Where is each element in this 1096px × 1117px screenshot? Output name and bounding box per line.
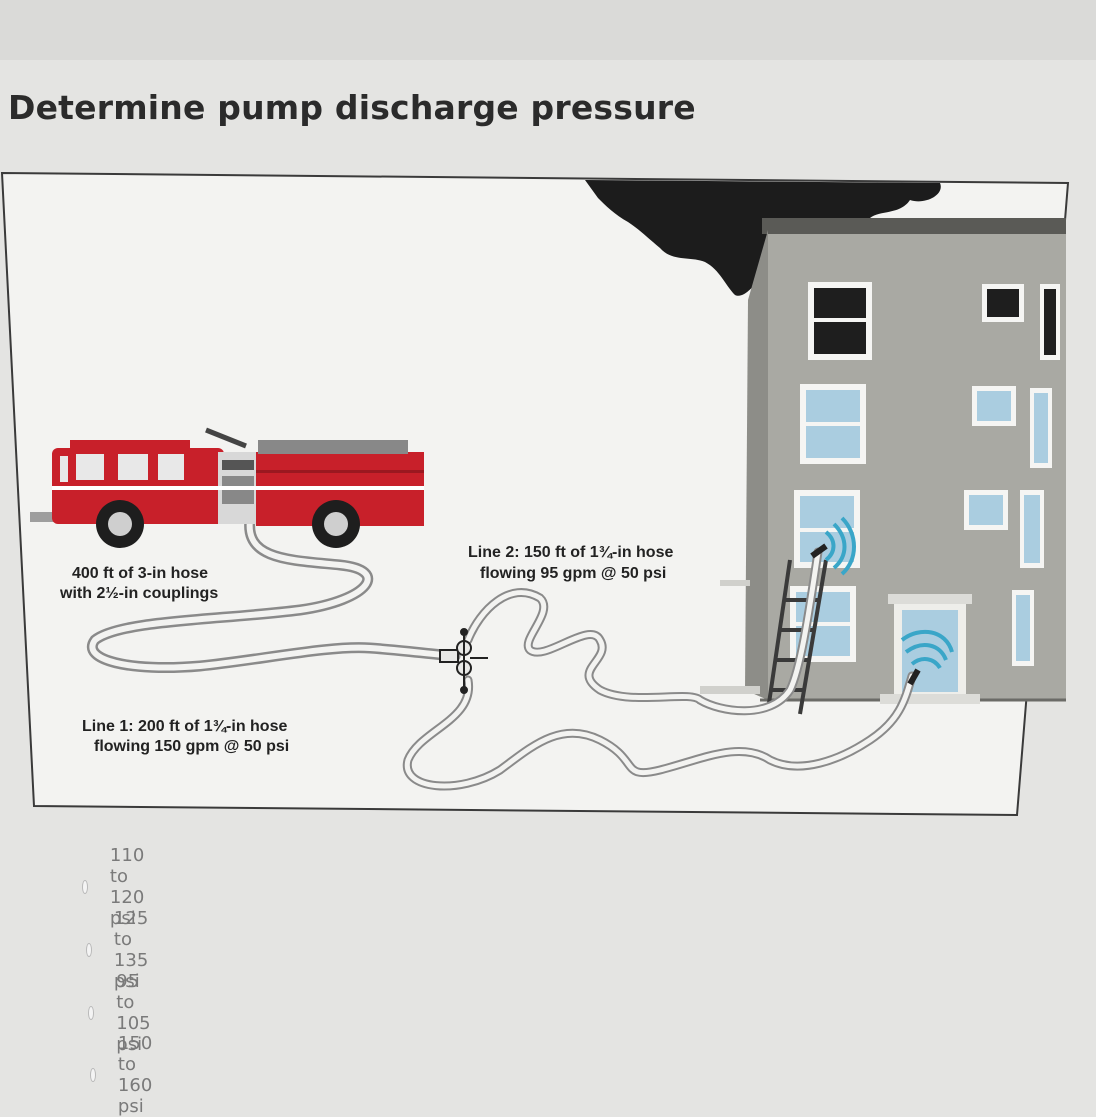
answer-option-label: 150 to 160 psi (117, 1033, 153, 1117)
answer-option-4[interactable]: 150 to 160 psi (90, 1033, 160, 1117)
line1-label-line2: flowing 150 gpm @ 50 psi (94, 738, 289, 755)
answer-option-3[interactable]: 95 to 105 psi (88, 971, 158, 1055)
line2-label-line2: flowing 95 gpm @ 50 psi (480, 565, 666, 582)
radio-button[interactable] (82, 880, 88, 894)
answer-option-label: 95 to 105 psi (116, 971, 151, 1055)
line1-label-line1: Line 1: 200 ft of 1¾-in hose (82, 718, 287, 735)
radio-button[interactable] (86, 943, 92, 957)
supply-hose-label-line1: 400 ft of 3-in hose (72, 565, 208, 582)
answer-option-label: 125 to 135 psi (113, 908, 149, 992)
ladder (766, 559, 828, 715)
answer-option-1[interactable]: 110 to 120 psi (82, 845, 152, 929)
question-title: Determine pump discharge pressure (8, 88, 696, 127)
figure-panel (0, 171, 1070, 817)
gated-wye (439, 628, 488, 694)
building (700, 218, 1066, 704)
top-band (0, 0, 1096, 60)
supply-hose-label-line2: with 2½-in couplings (59, 585, 218, 602)
question-figure: 400 ft of 3-in hose with 2½-in couplings… (0, 171, 1070, 817)
nozzle-spray (810, 516, 954, 686)
smoke-cloud (585, 180, 941, 296)
radio-button[interactable] (88, 1006, 95, 1020)
hose-lines (87, 514, 917, 791)
line2-label-line1: Line 2: 150 ft of 1¾-in hose (468, 544, 673, 561)
fire-engine (30, 427, 424, 548)
answer-option-2[interactable]: 125 to 135 psi (86, 908, 156, 992)
answer-option-label: 110 to 120 psi (109, 845, 145, 929)
